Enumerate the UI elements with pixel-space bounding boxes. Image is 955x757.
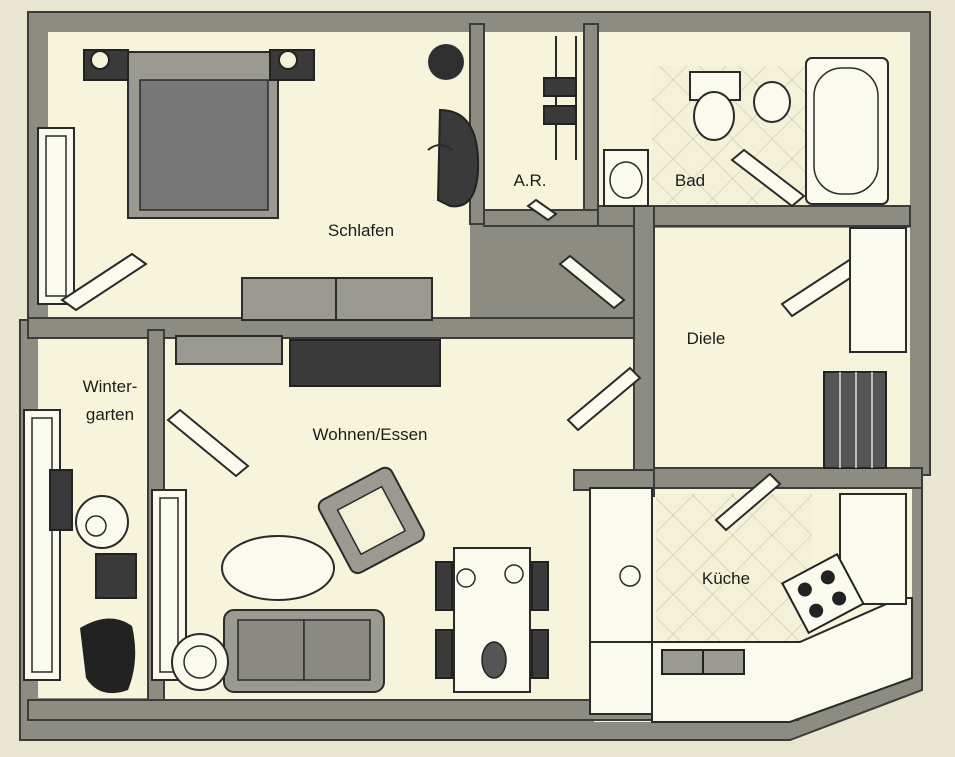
bedroom-furniture xyxy=(83,44,480,321)
room-label-kueche: Küche xyxy=(702,569,750,588)
kitchen-fixtures xyxy=(589,487,913,723)
room-label-wintergarten-2: garten xyxy=(86,405,134,424)
room-label-wohnen: Wohnen/Essen xyxy=(313,425,428,444)
wintergarten-furniture xyxy=(49,469,137,694)
room-label-diele: Diele xyxy=(687,329,726,348)
room-label-wintergarten-1: Winter- xyxy=(83,377,138,396)
room-label-bad: Bad xyxy=(675,171,705,190)
room-label-schlafen: Schlafen xyxy=(328,221,394,240)
hallway-fixtures xyxy=(823,227,907,469)
storage-shelves xyxy=(543,36,577,160)
bathroom-fixtures xyxy=(603,57,889,207)
room-label-ar: A.R. xyxy=(513,171,546,190)
windows xyxy=(23,127,187,681)
living-furniture xyxy=(171,335,549,693)
